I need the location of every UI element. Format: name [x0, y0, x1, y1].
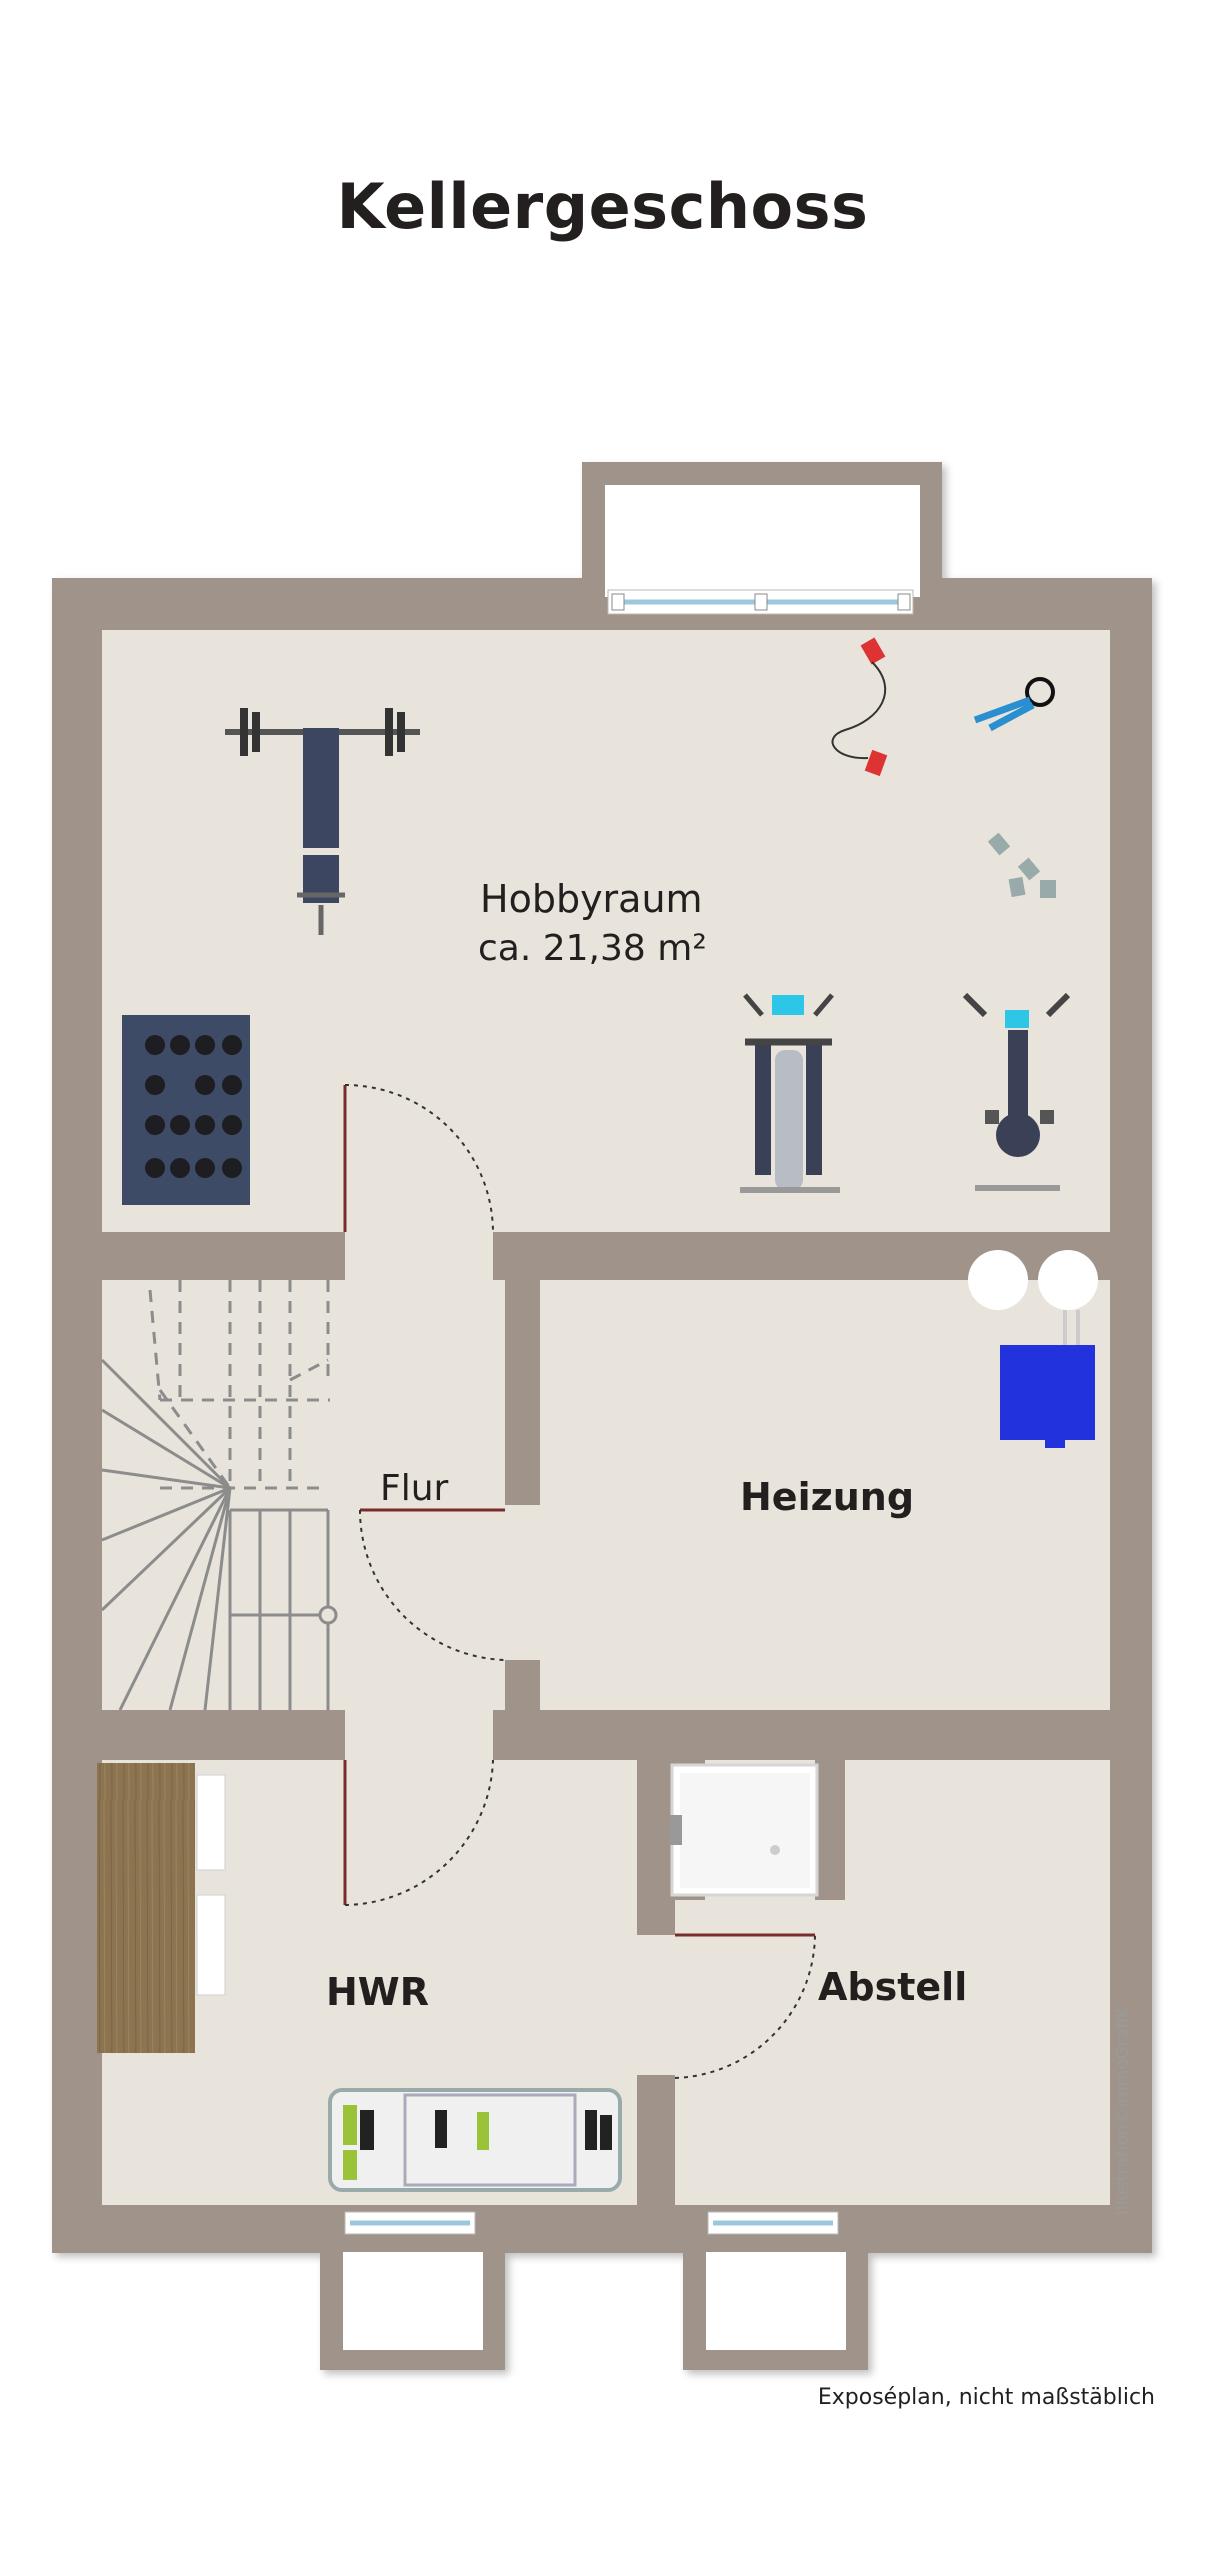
- room-label-hobbyraum: Hobbyraum: [480, 877, 703, 921]
- windows: [344, 589, 914, 2235]
- room-area-hobbyraum: ca. 21,38 m²: [478, 928, 707, 969]
- room-label-abstell: Abstell: [818, 1965, 967, 2009]
- page-title: Kellergeschoss: [336, 170, 869, 243]
- floor-areas: [102, 485, 1110, 2350]
- hand-grip-icon: [973, 677, 1055, 732]
- small-dumbbells-icon: [987, 832, 1056, 898]
- workbench-icon: [97, 1763, 226, 2053]
- shower-icon: [670, 1763, 819, 1897]
- room-label-hwr: HWR: [326, 1970, 429, 2014]
- dumbbell-rack-icon: [122, 1015, 250, 1205]
- floor-flur: [345, 1280, 510, 1710]
- staircase: [100, 1280, 338, 1711]
- elliptical-trainer-icon: [740, 993, 840, 1193]
- footer-note: Exposéplan, nicht maßstäblich: [817, 2385, 1155, 2410]
- room-label-flur: Flur: [380, 1468, 449, 1509]
- room-label-heizung: Heizung: [740, 1475, 914, 1519]
- weight-bench-icon: [225, 708, 420, 935]
- shoe-rack-icon: [328, 2088, 622, 2192]
- boiler-icon: [968, 1250, 1098, 1448]
- illustration-credit: illustration©immoGrafik: [1113, 2008, 1133, 2215]
- exercise-bike-icon: [962, 992, 1071, 1191]
- doors: [343, 1084, 816, 2079]
- resistance-band-icon: [831, 637, 888, 777]
